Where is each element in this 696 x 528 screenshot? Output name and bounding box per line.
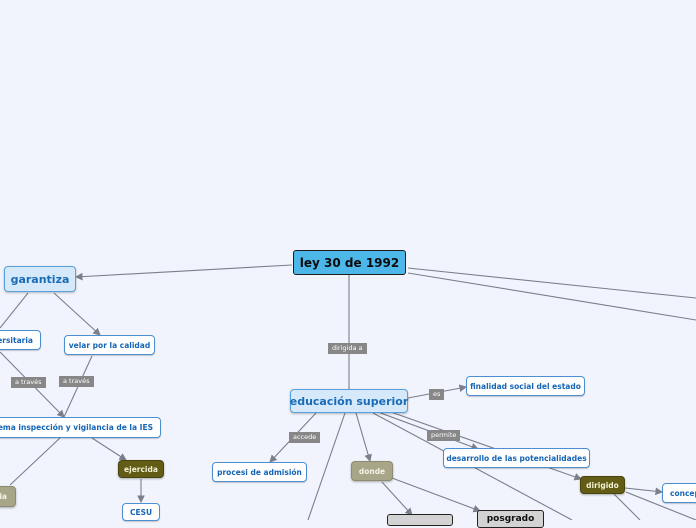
link-inspeccion-ejercida — [91, 437, 127, 461]
topic-universitaria[interactable]: ersitaria — [0, 330, 41, 350]
link-educacion-dirigido — [387, 410, 583, 481]
root-topic-ley-30[interactable]: ley 30 de 1992 — [293, 250, 406, 275]
link-root-garantiza — [74, 264, 293, 281]
topic-dirigido[interactable]: dirigido — [580, 476, 625, 494]
link-label-es: es — [429, 389, 445, 400]
topic-garantiza[interactable]: garantiza — [4, 266, 76, 292]
link-label-dirigida-a: dirigida a — [328, 343, 367, 354]
link-garantiza-universitaria — [0, 292, 29, 329]
topic-grey-left[interactable] — [387, 514, 453, 526]
link-educacion-down — [307, 412, 346, 520]
link-donde-posgrado — [391, 477, 482, 513]
link-donde-left — [381, 481, 413, 516]
link-root-right-2 — [407, 272, 696, 321]
topic-finalidad-social[interactable]: finalidad social del estado — [466, 376, 585, 396]
topic-proceso-admision[interactable]: procesi de admisión — [212, 462, 307, 482]
link-dirigido-down-1 — [613, 493, 641, 520]
topic-velar-calidad[interactable]: velar por la calidad — [64, 335, 155, 355]
topic-donde[interactable]: donde — [351, 461, 393, 481]
link-educacion-donde — [355, 412, 372, 463]
topic-posgrado[interactable]: posgrado — [477, 510, 544, 528]
link-dirigido-concep — [624, 487, 664, 496]
topic-inspeccion-vigilancia[interactable]: prema inspección y vigilancia de la IES — [0, 417, 161, 438]
topic-desarrollo-potencialidades[interactable]: desarrollo de las potencialidades — [443, 448, 590, 468]
topic-cesu[interactable]: CESU — [122, 503, 160, 521]
topic-ejercida[interactable]: ejercida — [118, 460, 164, 478]
topic-educacion-superior[interactable]: educación superior — [290, 389, 408, 413]
link-label-accede: accede — [289, 432, 321, 443]
link-inspeccion-khaki — [9, 437, 61, 486]
link-label-a-traves-1: a través — [11, 377, 46, 388]
link-label-permite: permite — [427, 430, 461, 441]
link-root-right-1 — [407, 267, 696, 299]
topic-khaki-left[interactable]: ia — [0, 486, 16, 507]
link-garantiza-velar — [53, 292, 101, 336]
link-dirigido-down-2 — [625, 491, 696, 520]
link-label-a-traves-2: a través — [59, 376, 94, 387]
